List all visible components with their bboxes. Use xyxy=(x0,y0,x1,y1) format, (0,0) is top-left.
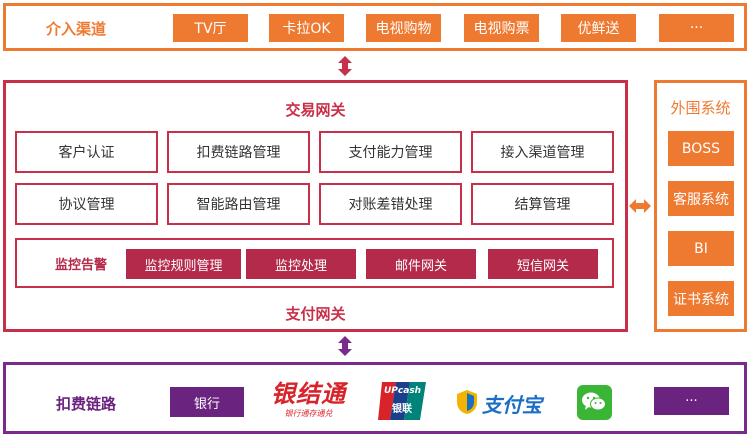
yinjietong-slogan: 银行通存通兑 xyxy=(284,409,333,418)
cell-customer-auth[interactable]: 客户认证 xyxy=(15,131,158,173)
double-arrow-horizontal-icon xyxy=(629,199,651,213)
sms-gateway[interactable]: 短信网关 xyxy=(488,249,598,279)
trade-gateway-panel: 交易网关 客户认证 扣费链路管理 支付能力管理 接入渠道管理 协议管理 智能路由… xyxy=(3,80,628,332)
channel-more[interactable]: ··· xyxy=(659,14,734,42)
alipay-shield-icon xyxy=(457,390,477,414)
wechat-logo[interactable] xyxy=(577,385,612,420)
billing-chain-panel: 扣费链路 银行 银结通 银行通存通兑 UPcash 银联 支付宝 xyxy=(3,362,747,434)
cell-channel-access-mgmt[interactable]: 接入渠道管理 xyxy=(471,131,614,173)
cell-reconciliation[interactable]: 对账差错处理 xyxy=(319,183,462,225)
unionpay-logo[interactable]: UPcash 银联 xyxy=(378,380,426,422)
cell-billing-link-mgmt[interactable]: 扣费链路管理 xyxy=(167,131,310,173)
channel-karaoke[interactable]: 卡拉OK xyxy=(269,14,344,42)
unionpay-card-icon xyxy=(378,382,426,420)
peripheral-bi[interactable]: BI xyxy=(668,231,734,266)
payment-gateway-title: 支付网关 xyxy=(285,305,346,323)
alipay-text: 支付宝 xyxy=(482,393,542,417)
unionpay-bottom-text: 银联 xyxy=(392,404,412,415)
peripheral-boss[interactable]: BOSS xyxy=(668,131,734,166)
channel-tv-hall[interactable]: TV厅 xyxy=(173,14,248,42)
billing-more-chip[interactable]: ··· xyxy=(654,387,729,415)
peripheral-panel: 外围系统 BOSS 客服系统 BI 证书系统 xyxy=(654,80,747,332)
alipay-logo[interactable]: 支付宝 xyxy=(456,387,546,417)
unionpay-top-text: UPcash xyxy=(384,386,422,396)
billing-chain-title: 扣费链路 xyxy=(56,395,117,413)
access-channels-title: 介入渠道 xyxy=(46,20,107,38)
peripheral-customer-service[interactable]: 客服系统 xyxy=(668,181,734,216)
channel-youxiansong[interactable]: 优鲜送 xyxy=(561,14,636,42)
mail-gateway[interactable]: 邮件网关 xyxy=(366,249,476,279)
monitor-alarm-row: 监控告警 监控规则管理 监控处理 邮件网关 短信网关 xyxy=(15,238,614,288)
access-channels-panel: 介入渠道 TV厅 卡拉OK 电视购物 电视购票 优鲜送 ··· xyxy=(3,3,747,51)
peripheral-title: 外围系统 xyxy=(670,99,731,117)
wechat-icon xyxy=(582,392,606,411)
cell-settlement-mgmt[interactable]: 结算管理 xyxy=(471,183,614,225)
yinjietong-logo-text: 银结通 xyxy=(271,380,346,408)
cell-smart-routing-mgmt[interactable]: 智能路由管理 xyxy=(167,183,310,225)
channel-tv-shopping[interactable]: 电视购物 xyxy=(366,14,441,42)
peripheral-certificate[interactable]: 证书系统 xyxy=(668,281,734,316)
double-arrow-vertical-icon xyxy=(338,56,352,76)
cell-payment-capability-mgmt[interactable]: 支付能力管理 xyxy=(319,131,462,173)
bank-chip[interactable]: 银行 xyxy=(170,387,244,417)
yinjietong-logo[interactable]: 银结通 银行通存通兑 xyxy=(261,379,356,427)
double-arrow-vertical-icon xyxy=(338,336,352,356)
monitor-rule-mgmt[interactable]: 监控规则管理 xyxy=(126,249,241,279)
monitor-processing[interactable]: 监控处理 xyxy=(246,249,356,279)
trade-gateway-title: 交易网关 xyxy=(285,101,346,119)
channel-tv-ticket[interactable]: 电视购票 xyxy=(464,14,539,42)
cell-protocol-mgmt[interactable]: 协议管理 xyxy=(15,183,158,225)
monitor-alarm-label: 监控告警 xyxy=(55,258,108,273)
